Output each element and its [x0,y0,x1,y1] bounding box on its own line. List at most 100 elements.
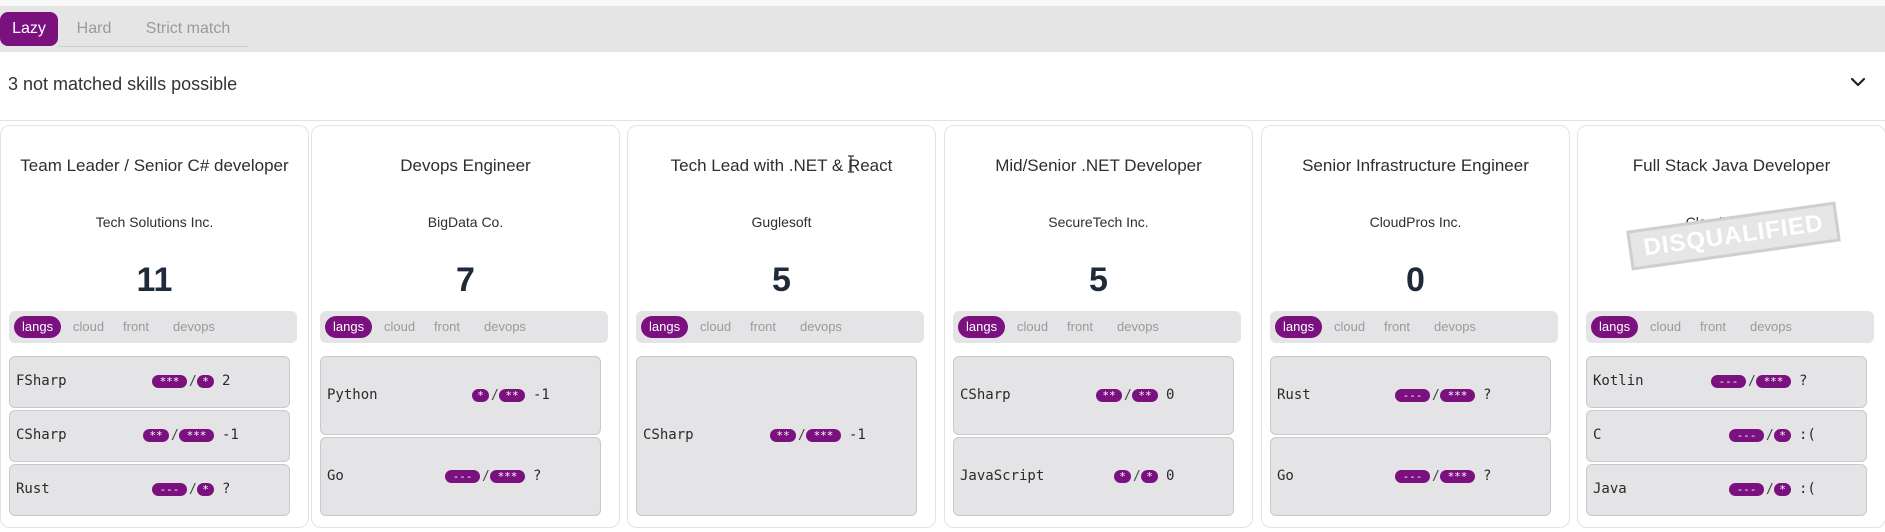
skill-row: CSharp**/***-1 [636,356,917,516]
tab-cloud[interactable]: cloud [73,319,105,334]
required-level-badge: *** [1440,469,1475,483]
tab-langs[interactable]: langs [1591,316,1639,338]
tab-devops[interactable]: devops [800,319,842,334]
required-level-badge: ** [499,388,525,402]
skill-category-tabs: langs cloud front devops [953,311,1241,343]
required-level-badge: * [197,375,214,388]
match-score: 11 [136,261,173,299]
skill-row: Go---/***? [320,437,601,516]
tab-front[interactable]: front [750,319,777,334]
job-title: Tech Lead with .NET & React [670,156,893,175]
have-level-badge: --- [1729,483,1764,496]
tab-langs[interactable]: langs [1275,316,1323,338]
unmatched-skills-collapse[interactable]: 3 not matched skills possible [0,52,1885,121]
match-score: 0 [1406,261,1425,299]
tab-front[interactable]: front [1700,319,1727,334]
skill-row: CSharp**/***-1 [9,410,290,462]
skill-name: Go [1277,467,1294,484]
disqualified-stamp: DISQUALIFIED [1626,201,1842,271]
mode-tab-lazy[interactable]: Lazy [0,12,58,46]
skill-row: CSharp **/** 0 [953,356,1234,435]
skill-row: Rust---/*? [9,464,290,516]
tab-devops[interactable]: devops [1117,319,1159,334]
tab-cloud[interactable]: cloud [1334,319,1366,334]
required-level-badge: *** [806,429,841,442]
mode-tab-strict-match[interactable]: Strict match [145,20,231,37]
tab-cloud[interactable]: cloud [700,319,732,334]
skill-name: CSharp [643,427,694,443]
have-level-badge: --- [445,469,480,483]
required-level-badge: * [1774,429,1791,442]
level-separator: / [798,428,806,443]
skill-delta: -1 [849,427,866,443]
job-card[interactable]: Full Stack Java DeveloperCloudPros Inc.D… [1577,125,1885,528]
have-level-badge: --- [1395,469,1430,483]
tab-devops[interactable]: devops [173,319,215,334]
skill-category-tabs: langs cloud front devops [1586,311,1874,343]
tab-devops[interactable]: devops [1434,319,1476,334]
skill-name: Java [1593,481,1627,497]
required-level-badge: *** [1756,375,1791,388]
tab-langs[interactable]: langs [641,316,689,338]
skill-name: JavaScript [960,467,1045,484]
skill-row: Java---/*:( [1586,464,1867,516]
required-level-badge: *** [490,469,525,483]
skill-delta: -1 [222,427,239,443]
company-name: BigData Co. [427,214,504,230]
tab-langs[interactable]: langs [958,316,1006,338]
level-separator: / [1748,374,1756,389]
tab-langs[interactable]: langs [14,316,62,338]
match-score: 5 [1089,261,1108,299]
tab-cloud[interactable]: cloud [1017,319,1049,334]
skill-name: Python [327,386,378,403]
skill-delta: -1 [533,386,550,403]
unmatched-skills-summary: 3 not matched skills possible [8,74,238,94]
skill-row: Rust---/***? [1270,356,1551,435]
skill-delta: 0 [1166,386,1175,403]
level-separator: / [491,387,499,403]
level-separator: / [1124,387,1132,403]
tab-front[interactable]: front [1384,319,1411,334]
required-level-badge: ** [1132,388,1158,402]
have-level-badge: * [472,388,489,402]
tab-cloud[interactable]: cloud [384,319,416,334]
skill-name: Rust [16,481,50,497]
level-separator: / [1766,428,1774,443]
skill-row: Kotlin---/***? [1586,356,1867,408]
skill-delta: ? [1799,373,1808,389]
mode-tab-hard[interactable]: Hard [76,20,112,37]
job-title: Devops Engineer [400,156,531,175]
level-separator: / [1432,468,1440,484]
tab-devops[interactable]: devops [484,319,526,334]
have-level-badge: ** [1096,388,1122,402]
required-level-badge: * [1141,469,1158,483]
skill-name: CSharp [960,386,1011,403]
tab-devops[interactable]: devops [1750,319,1792,334]
company-name: Guglesoft [751,214,812,230]
match-mode-bar: Lazy Hard Strict match [0,6,1885,52]
skill-category-tabs: langs cloud front devops [320,311,608,343]
tab-front[interactable]: front [123,319,150,334]
job-title: Senior Infrastructure Engineer [1302,156,1529,175]
level-separator: / [189,374,197,389]
tab-front[interactable]: front [434,319,461,334]
tab-front[interactable]: front [1067,319,1094,334]
skill-delta: ? [1483,386,1492,403]
have-level-badge: *** [152,375,187,388]
chevron-down-icon[interactable] [1850,76,1866,88]
tab-cloud[interactable]: cloud [1650,319,1682,334]
skill-delta: ? [533,467,542,484]
required-level-badge: *** [1440,388,1475,402]
tab-langs[interactable]: langs [325,316,373,338]
skill-delta: 0 [1166,467,1175,484]
skill-row: Python */** -1 [320,356,601,435]
level-separator: / [1766,482,1774,497]
skill-name: CSharp [16,427,67,443]
have-level-badge: --- [1711,375,1746,388]
skill-row: JavaScript*/*0 [953,437,1234,516]
